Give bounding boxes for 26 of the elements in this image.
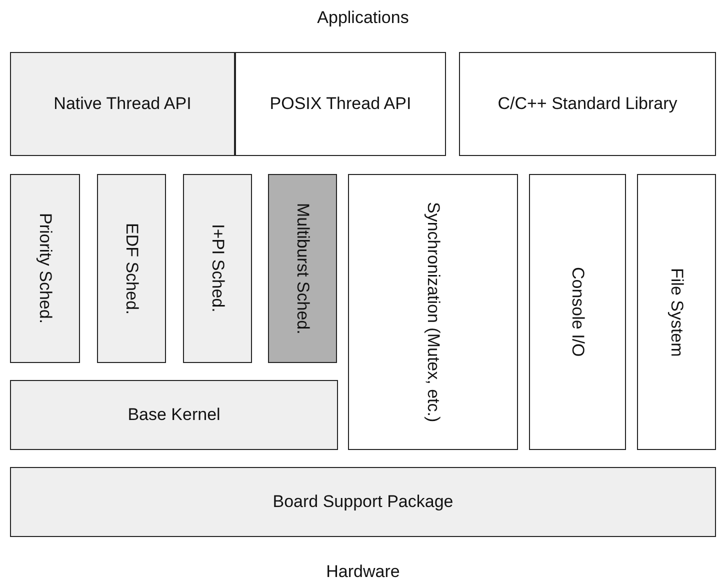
layer-caption: Applications xyxy=(317,8,409,27)
layer-label: C/C++ Standard Library xyxy=(498,94,678,114)
layer-label: Base Kernel xyxy=(128,405,220,425)
layer-box xyxy=(10,380,338,450)
layer-label: Synchronization (Mutex, etc.) xyxy=(423,202,443,422)
layer-box xyxy=(529,174,626,450)
layer-label: Priority Sched. xyxy=(35,213,55,324)
layer-box xyxy=(235,52,446,156)
layer-label: Native Thread API xyxy=(54,94,192,114)
layer-label: Board Support Package xyxy=(272,492,454,512)
layer-box xyxy=(459,52,716,156)
layer-label: File System xyxy=(666,268,686,356)
layer-label: I+PI Sched. xyxy=(208,224,228,313)
layer-box xyxy=(10,174,80,363)
layer-box xyxy=(637,174,716,450)
layer-label: Multiburst Sched. xyxy=(292,202,312,334)
layer-label: POSIX Thread API xyxy=(270,94,412,114)
layer-box xyxy=(183,174,252,363)
layer-box xyxy=(348,174,518,450)
layer-box xyxy=(97,174,166,363)
layer-caption: Hardware xyxy=(326,562,400,581)
layer-box xyxy=(10,467,716,537)
layer-box xyxy=(268,174,337,363)
layer-label: Console I/O xyxy=(568,267,588,357)
layer-box xyxy=(10,52,235,156)
layer-label: EDF Sched. xyxy=(122,222,142,314)
